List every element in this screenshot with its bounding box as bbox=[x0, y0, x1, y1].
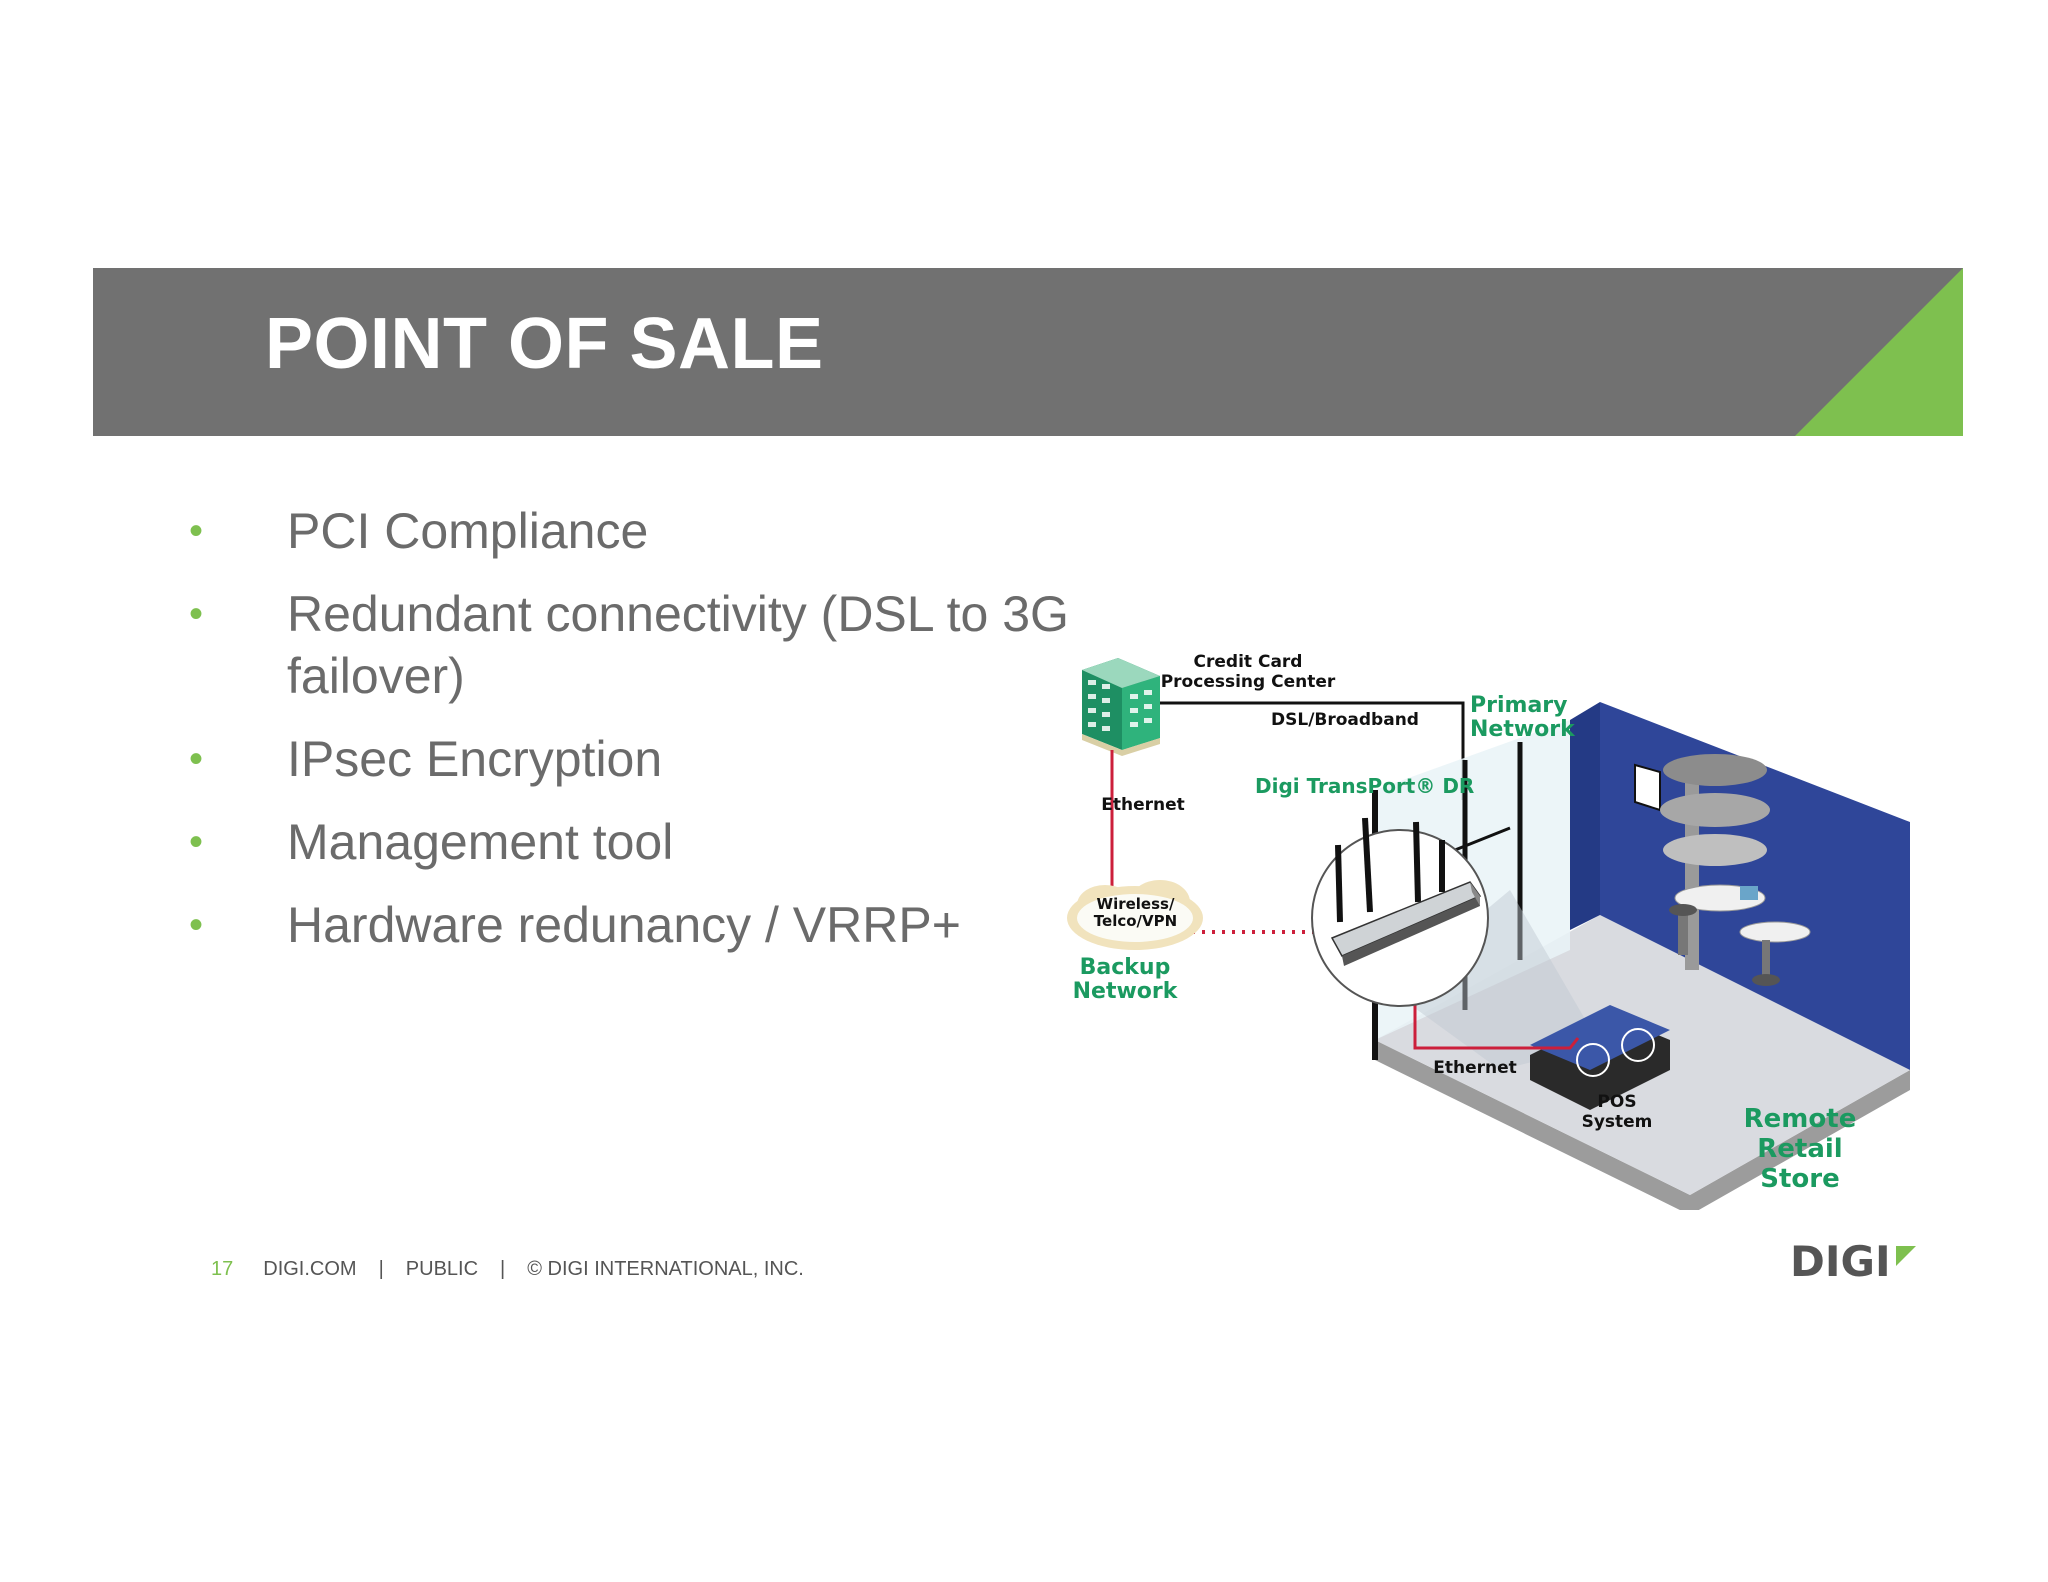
device-name-label: Digi TransPort® DR bbox=[1255, 774, 1475, 798]
bullet-item: •Redundant connectivity (DSL to 3G failo… bbox=[180, 583, 1160, 707]
bullet-dot-icon: • bbox=[189, 903, 204, 947]
wireless-cloud-label: Wireless/ Telco/VPN bbox=[1093, 895, 1178, 930]
digi-logo: DIGI bbox=[1790, 1240, 1916, 1280]
footer-copyright: © DIGI INTERNATIONAL, INC. bbox=[527, 1258, 804, 1280]
slide-title: POINT OF SALE bbox=[265, 304, 824, 384]
primary-network-label: Primary Network bbox=[1470, 693, 1575, 742]
credit-card-center-label: Credit Card Processing Center bbox=[1160, 652, 1336, 692]
bullet-item: •IPsec Encryption bbox=[180, 728, 1160, 790]
bullet-item: •Management tool bbox=[180, 811, 1160, 873]
bullet-dot-icon: • bbox=[189, 509, 204, 553]
bullet-list: •PCI Compliance •Redundant connectivity … bbox=[180, 500, 1160, 977]
dsl-broadband-label: DSL/Broadband bbox=[1271, 710, 1419, 730]
footer: 17 DIGI.COM | PUBLIC | © DIGI INTERNATIONAL, … bbox=[211, 1258, 804, 1281]
network-diagram-graphic bbox=[1067, 658, 1910, 1210]
pos-system-label: POS System bbox=[1581, 1092, 1653, 1132]
cloud-icon bbox=[1067, 880, 1203, 950]
backup-network-label: Backup Network bbox=[1072, 955, 1178, 1004]
bullet-item: •PCI Compliance bbox=[180, 500, 1160, 562]
title-bar: POINT OF SALE bbox=[93, 268, 1963, 436]
page-number: 17 bbox=[211, 1258, 234, 1280]
ethernet-label-bottom: Ethernet bbox=[1433, 1058, 1517, 1078]
remote-retail-store-label: Remote Retail Store bbox=[1743, 1104, 1857, 1194]
green-corner-triangle bbox=[1795, 268, 1963, 436]
router-device-icon bbox=[1311, 817, 1489, 1007]
footer-classification: PUBLIC bbox=[405, 1258, 479, 1280]
footer-separator: | bbox=[500, 1258, 506, 1280]
bullet-dot-icon: • bbox=[189, 592, 204, 636]
svg-text:DIGI: DIGI bbox=[1790, 1240, 1891, 1280]
footer-site: DIGI.COM bbox=[263, 1258, 357, 1280]
bullet-dot-icon: • bbox=[189, 737, 204, 781]
office-building-icon bbox=[1082, 658, 1160, 756]
network-diagram: Credit Card Processing Center DSL/Broadb… bbox=[1010, 650, 2010, 1210]
footer-separator: | bbox=[378, 1258, 384, 1280]
ethernet-label-top: Ethernet bbox=[1101, 795, 1185, 815]
bullet-dot-icon: • bbox=[189, 820, 204, 864]
bullet-item: •Hardware redunancy / VRRP+ bbox=[180, 894, 1160, 956]
